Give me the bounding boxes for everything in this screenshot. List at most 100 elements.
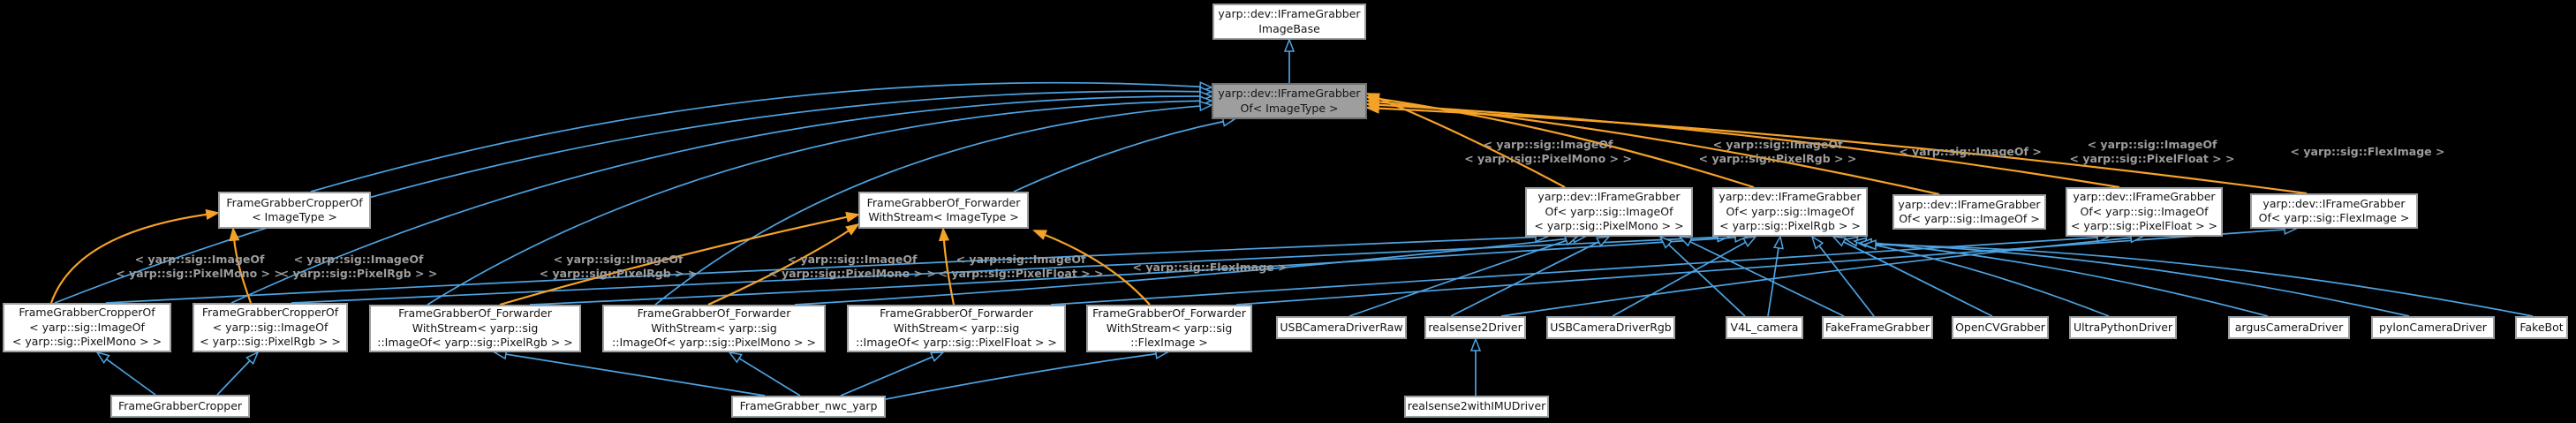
arrowhead-inherit-icon [728,351,743,364]
edge-label-line: < yarp::sig::ImageOf [1483,138,1613,151]
class-node-label: < yarp::sig::PixelRgb > > [200,335,341,349]
edge-arguscameradriver-to-iframegrabberof-pixelrgb [1865,241,2269,317]
arrowhead-template-icon [938,226,950,242]
class-node-label: < yarp::sig::ImageOf [29,320,145,334]
edge-cropperof-pixelrgb-to-iframegrabberof-imagetype [230,95,1201,304]
edge-label-line: < yarp::sig::PixelRgb > > [539,266,698,280]
template-args-edge-label: < yarp::sig::FlexImage > [1133,261,1288,275]
class-node-label: FrameGrabberCropperOf [201,306,339,320]
class-node-label: ::FlexImage > [1130,336,1208,350]
template-args-edge-label: < yarp::sig::FlexImage > [2291,145,2445,159]
class-node-label: Of< yarp::sig::FlexImage > [2258,211,2410,224]
arrowhead-inherit-icon [1832,236,1847,247]
class-node-label: realsense2Driver [1428,320,1522,334]
class-node-realsense2driver[interactable]: realsense2Driver [1424,316,1526,339]
class-node-label: FrameGrabberCropperOf [19,306,155,320]
class-node-usbcameradriverrgb[interactable]: USBCameraDriverRgb [1546,316,1675,339]
arrowhead-inherit-icon [1469,336,1482,351]
class-node-arguscameradriver[interactable]: argusCameraDriver [2228,316,2350,339]
class-node-label: < yarp::sig::PixelMono > > [1534,219,1684,233]
edge-cropperof-pixelrgb-to-iframegrabberof-pixelrgb [291,236,1719,304]
class-node-usbcameradriverraw[interactable]: USBCameraDriverRaw [1276,316,1407,339]
class-node-framegrabbercropper[interactable]: FrameGrabberCropper [110,395,250,418]
class-node-label: UltraPythonDriver [2073,320,2173,334]
edge-label-line: < yarp::sig::PixelMono > > [768,266,936,280]
class-node-fakebot[interactable]: FakeBot [2515,316,2568,339]
template-args-edge-label: < yarp::sig::ImageOf< yarp::sig::PixelRg… [280,253,438,280]
arrowhead-inherit-icon [929,351,945,362]
class-node-label: < yarp::sig::PixelMono > > [11,335,162,349]
class-node-realsense2withimudriver[interactable]: realsense2withIMUDriver [1404,396,1549,418]
edge-label-line: < yarp::sig::ImageOf [293,253,424,266]
edge-fakeframegrabber-to-iframegrabberof-pixelmono [1689,240,1845,317]
arrowhead-template-icon [845,223,860,236]
class-node-label: yarp::dev::IFrameGrabber [2262,196,2406,210]
edge-label-line: < yarp::sig::PixelFloat > > [938,266,1104,280]
class-node-label: ::ImageOf< yarp::sig::PixelRgb > > [377,336,573,350]
arrowhead-inherit-icon [1658,235,1673,249]
arrowhead-inherit-icon [95,351,110,365]
template-args-edge-label: < yarp::sig::ImageOf< yarp::sig::PixelFl… [2070,138,2235,165]
class-node-opencvgrabber[interactable]: OpenCVGrabber [1952,316,2049,339]
class-node-label: FrameGrabberOf_Forwarder [866,195,1021,209]
class-node-pyloncameradriver[interactable]: pylonCameraDriver [2371,316,2495,339]
class-node-v4l-camera[interactable]: V4L_camera [1726,316,1803,339]
edge-iframegrabberof-pixelfloat-to-iframegrabberof-imagetype [1378,103,2120,189]
class-node-label: Of< yarp::sig::ImageOf > [1899,212,2040,225]
class-node-label: USBCameraDriverRaw [1280,320,1403,334]
edge-label-line: < yarp::sig::ImageOf [1712,138,1843,151]
class-node-label: FrameGrabberOf_Forwarder [398,306,552,321]
class-node-label: yarp::dev::IFrameGrabber [1218,87,1361,100]
arrowhead-inherit-icon [1810,235,1824,250]
class-node-fakeframegrabber[interactable]: FakeFrameGrabber [1822,316,1933,339]
class-node-label: ::ImageOf< yarp::sig::PixelFloat > > [856,336,1057,350]
class-node-label: FrameGrabberOf_Forwarder [880,306,1033,321]
edge-cropperof-pixelmono-to-iframegrabberof-pixelmono [105,236,1537,304]
class-node-label: Of< yarp::sig::ImageOf [2080,204,2209,218]
edge-pyloncameradriver-to-iframegrabberof-pixelrgb [1870,242,2410,317]
edge-framegrabbercropper-to-cropperof-pixelrgb [216,359,251,396]
class-node-label: yarp::dev::IFrameGrabber [2073,190,2216,204]
arrowhead-inherit-icon [1595,236,1611,247]
class-node-label: ::ImageOf< yarp::sig::PixelMono > > [612,336,816,350]
edge-v4l-camera-to-iframegrabberof-pixelmono [1667,244,1746,317]
class-node-label: pylonCameraDriver [2379,320,2487,334]
class-node-label: WithStream< yarp::sig [893,321,1020,335]
arrowhead-inherit-icon [1772,234,1784,250]
edge-label-line: < yarp::sig::ImageOf [134,253,265,266]
edge-usbcameradriverrgb-to-iframegrabberof-pixelrgb [1612,241,1747,317]
class-node-label: FrameGrabberCropperOf [226,195,363,209]
class-node-label: realsense2withIMUDriver [1407,399,1546,413]
class-node-cropperof-pixelrgb[interactable]: FrameGrabberCropperOf< yarp::sig::ImageO… [193,303,348,352]
class-node-label: yarp::dev::IFrameGrabber [1898,197,2041,211]
edge-label-line: < yarp::sig::PixelRgb > > [1698,151,1857,165]
class-node-cropperof-imagetype[interactable]: FrameGrabberCropperOf< ImageType > [218,192,371,229]
class-node-framegrabber-nwc-yarp[interactable]: FrameGrabber_nwc_yarp [731,396,886,418]
class-node-label: FrameGrabberOf_Forwarder [637,306,791,321]
template-args-edge-label: < yarp::sig::ImageOf > [1899,145,2042,159]
arrowhead-inherit-icon [1678,236,1694,247]
class-node-cropperof-pixelmono[interactable]: FrameGrabberCropperOf< yarp::sig::ImageO… [3,303,171,352]
class-node-label: ImageBase [1258,21,1320,35]
class-node-label: yarp::dev::IFrameGrabber [1218,7,1361,20]
edge-label-line: < yarp::sig::PixelMono > > [116,266,283,280]
class-node-ultrapythondriver[interactable]: UltraPythonDriver [2069,316,2177,339]
arrowhead-inherit-icon [1198,101,1214,112]
edge-forwarder-pixelrgb-to-iframegrabberof-pixelrgb [529,237,1736,306]
edge-forwarder-fleximage-to-forwarder-imagetype [1044,233,1151,306]
class-node-label: < yarp::sig::PixelRgb > > [1719,219,1861,233]
edge-cropperof-pixelmono-to-cropperof-imagetype [49,213,208,304]
